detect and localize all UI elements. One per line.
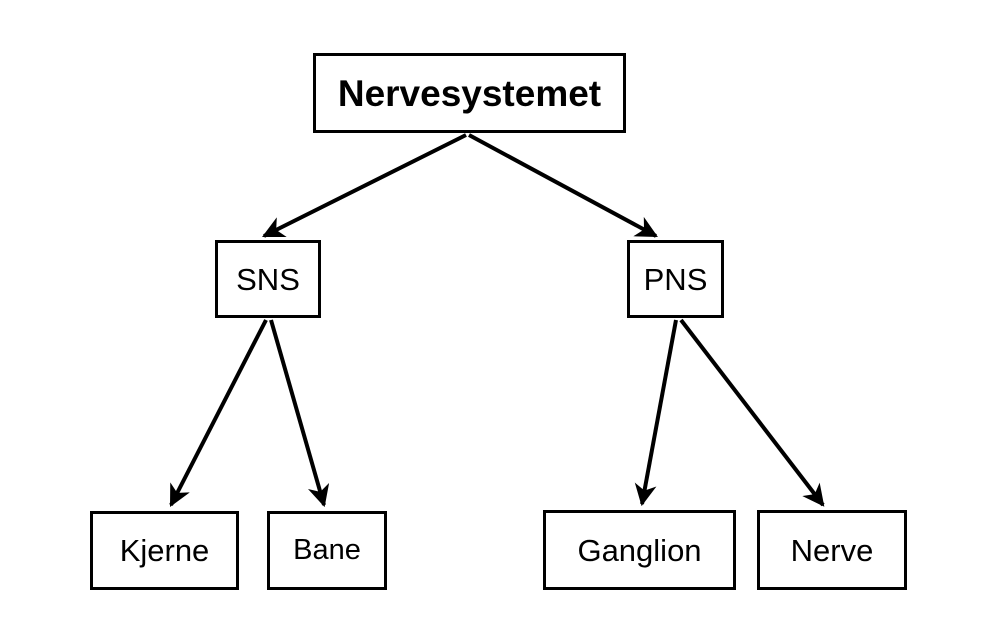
node-nerve: Nerve xyxy=(757,510,907,590)
node-ganglion: Ganglion xyxy=(543,510,736,590)
edge-root-pns xyxy=(468,133,658,238)
node-bane-label: Bane xyxy=(293,534,361,566)
edge-sns-bane xyxy=(269,319,330,508)
node-kjerne-label: Kjerne xyxy=(119,533,210,568)
edge-pns-nerve xyxy=(679,318,825,507)
node-pns: PNS xyxy=(627,240,724,318)
node-bane: Bane xyxy=(267,511,387,590)
node-ganglion-label: Ganglion xyxy=(577,532,702,568)
edge-sns-kjerne xyxy=(169,319,268,507)
node-nerve-label: Nerve xyxy=(790,532,874,568)
edge-pns-ganglion xyxy=(634,319,678,507)
node-sns-label: SNS xyxy=(236,261,300,297)
node-nervesystemet-label: Nervesystemet xyxy=(337,72,602,114)
node-kjerne: Kjerne xyxy=(90,511,239,590)
node-nervesystemet: Nervesystemet xyxy=(313,53,626,133)
edge-root-sns xyxy=(262,133,467,238)
node-sns: SNS xyxy=(215,240,321,318)
node-pns-label: PNS xyxy=(643,261,708,297)
